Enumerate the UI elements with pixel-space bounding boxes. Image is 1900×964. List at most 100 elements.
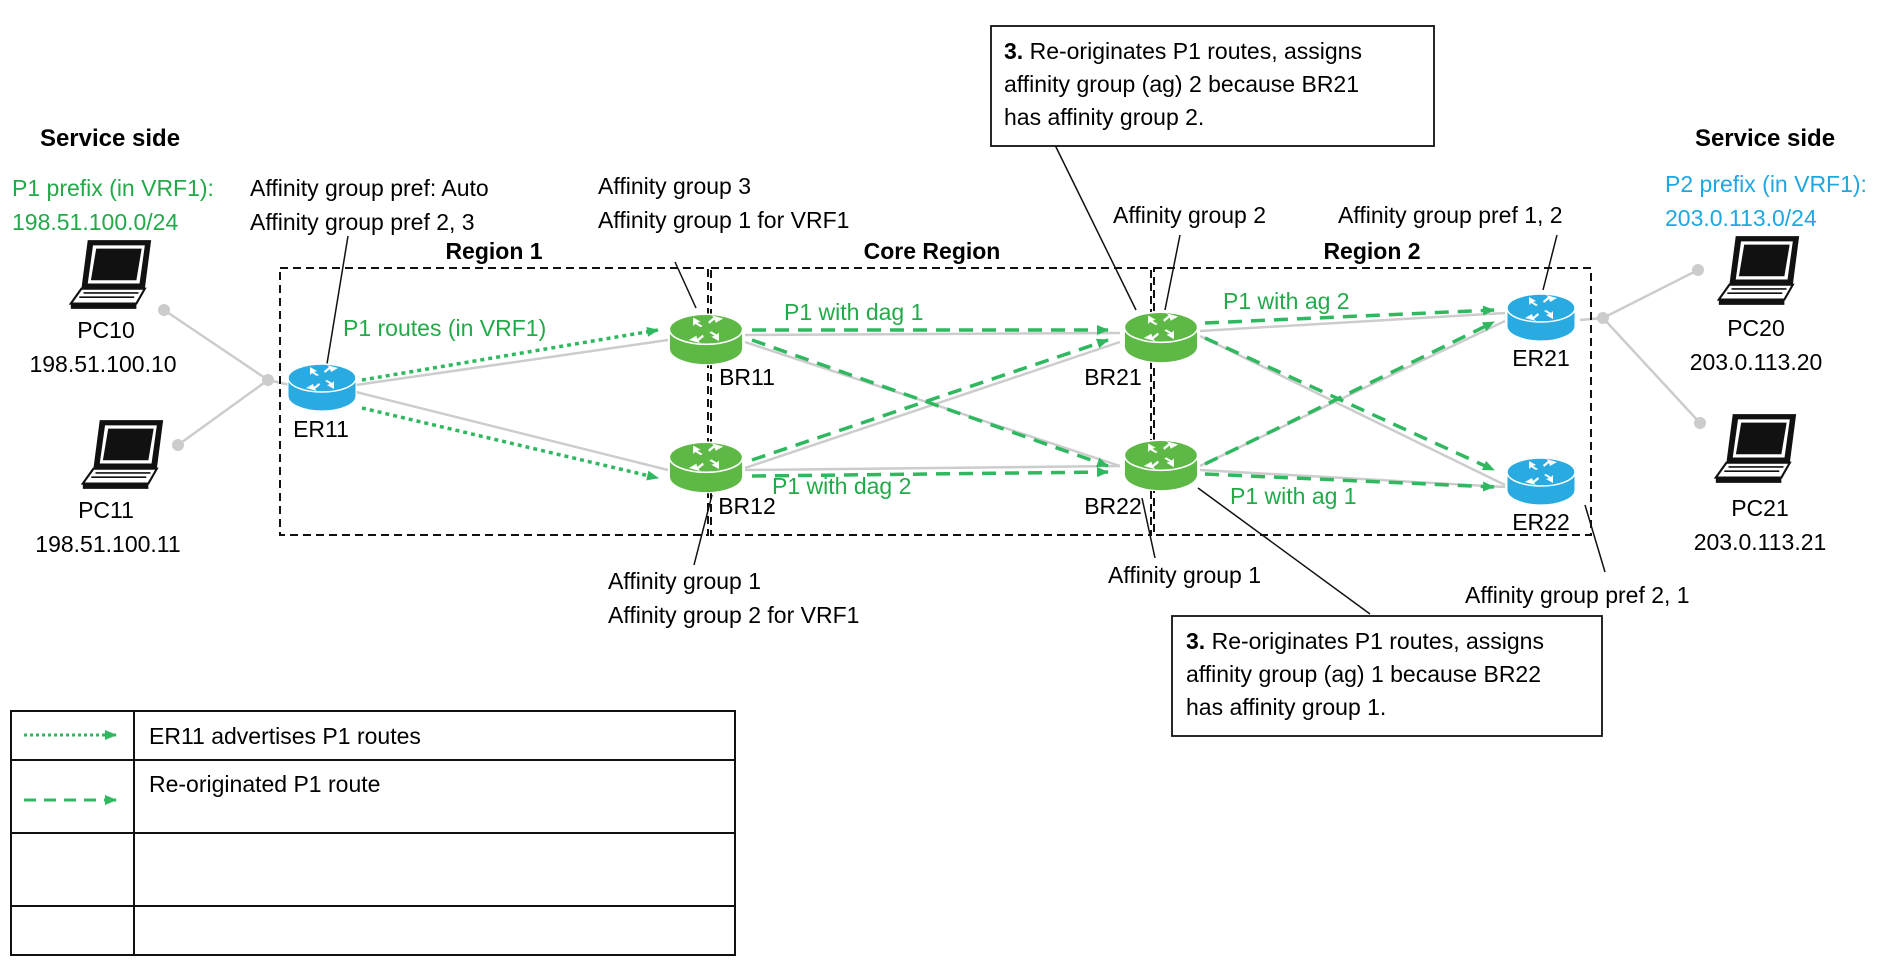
router-br11-label: BR11	[719, 364, 775, 390]
callout-top-text1: Re-originates P1 routes, assigns	[1023, 38, 1362, 64]
br22-annotation: Affinity group 1	[1108, 562, 1261, 588]
core-region-box	[710, 267, 1152, 536]
p2-prefix-label: P2 prefix (in VRF1):	[1665, 171, 1867, 197]
route-labels: P1 routes (in VRF1) P1 with dag 1 P1 wit…	[343, 288, 1357, 509]
route-er11-br12	[361, 406, 659, 481]
router-br12-label: BR12	[718, 493, 776, 519]
pc21-ip: 203.0.113.21	[1694, 529, 1827, 555]
pointer-callout-bottom	[1197, 487, 1371, 615]
callout-top-box	[990, 25, 1435, 147]
router-er11-icon[interactable]	[287, 363, 357, 412]
right-service-heading: Service side	[1695, 125, 1835, 152]
router-br11-icon[interactable]	[668, 313, 744, 366]
pointer-br11	[674, 261, 697, 309]
region2-title: Region 2	[1323, 238, 1420, 264]
pointer-br22	[1141, 497, 1156, 559]
pc11-name: PC11	[78, 497, 134, 523]
left-service-heading: Service side	[40, 125, 180, 152]
link-pc11-hub	[177, 378, 269, 447]
br12-annotation-line2: Affinity group 2 for VRF1	[608, 602, 859, 628]
affinity-annotations: Affinity group pref: Auto Affinity group…	[250, 173, 1690, 628]
p2-prefix-value: 203.0.113.0/24	[1665, 205, 1817, 231]
pointer-callout-top	[1054, 144, 1137, 311]
callout-bottom-line1: 3. Re-originates P1 routes, assigns	[1186, 628, 1544, 654]
link-er11-br12	[355, 390, 669, 472]
router-br12-icon[interactable]	[668, 441, 744, 494]
pointer-er21	[1542, 234, 1558, 291]
link-br21-er22	[1199, 334, 1506, 487]
pc20-name: PC20	[1727, 315, 1785, 341]
laptop-pc10-icon[interactable]	[69, 239, 153, 310]
router-br22-label: BR22	[1084, 493, 1142, 519]
router-br22-icon[interactable]	[1123, 439, 1199, 492]
route-br12-br22	[751, 467, 1109, 478]
link-dot	[172, 439, 184, 451]
er11-annotation-line2: Affinity group pref 2, 3	[250, 209, 475, 235]
br21-annotation: Affinity group 2	[1113, 202, 1266, 228]
region-boxes	[279, 267, 1592, 536]
label-dag1: P1 with dag 1	[784, 299, 923, 325]
label-dag2: P1 with dag 2	[772, 473, 911, 499]
route-br21-er21	[1204, 305, 1495, 325]
route-br22-er22	[1204, 472, 1495, 492]
er22-annotation: Affinity group pref 2, 1	[1465, 582, 1690, 608]
laptop-pc21-icon[interactable]	[1714, 413, 1798, 484]
router-br21-label: BR21	[1084, 364, 1142, 390]
core-region-title: Core Region	[864, 238, 1001, 264]
pc10-ip: 198.51.100.10	[29, 351, 176, 377]
br11-annotation-line1: Affinity group 3	[598, 173, 751, 199]
route-br21-er22	[1204, 336, 1495, 472]
router-er21-label: ER21	[1512, 345, 1570, 371]
router-labels: ER11 BR11 BR12 BR21 BR22 ER21 ER22	[293, 345, 1570, 535]
router-br21-icon[interactable]	[1123, 311, 1199, 364]
laptop-pc11-icon[interactable]	[81, 419, 165, 490]
link-br21-er21	[1199, 311, 1506, 333]
label-p1-routes: P1 routes (in VRF1)	[343, 315, 546, 341]
link-dot	[1597, 312, 1609, 324]
p1-prefix-value: 198.51.100.0/24	[12, 209, 178, 235]
pc21-name: PC21	[1731, 495, 1789, 521]
route-br12-br21	[751, 338, 1109, 462]
callout-top-step: 3.	[1004, 38, 1023, 64]
link-er11-br11	[355, 338, 669, 387]
link-hub-pc20	[1602, 268, 1699, 320]
link-br11-br21	[744, 331, 1121, 337]
link-pc10-hub	[163, 308, 269, 382]
callout-bottom-line2: affinity group (ag) 1 because BR22	[1186, 661, 1541, 687]
er21-annotation: Affinity group pref 1, 2	[1338, 202, 1563, 228]
legend-row1-label: ER11 advertises P1 routes	[149, 723, 421, 749]
region2-box	[1153, 267, 1592, 536]
region1-title: Region 1	[445, 238, 542, 264]
callout-top-line3: has affinity group 2.	[1004, 104, 1204, 130]
legend-table: ER11 advertises P1 routes Re-originated …	[10, 710, 736, 956]
pointer-br21	[1164, 234, 1181, 311]
legend-row2-label: Re-originated P1 route	[149, 771, 380, 797]
router-er11-label: ER11	[293, 416, 349, 442]
link-br22-er22	[1199, 468, 1506, 489]
callout-top-line2: affinity group (ag) 2 because BR21	[1004, 71, 1359, 97]
pointer-er22	[1584, 504, 1606, 573]
link-dot	[262, 374, 274, 386]
link-dot	[1694, 417, 1706, 429]
laptop-pc20-icon[interactable]	[1717, 235, 1801, 306]
link-dot	[1692, 264, 1704, 276]
callout-bottom-box	[1171, 615, 1603, 737]
label-ag2: P1 with ag 2	[1223, 288, 1350, 314]
router-er22-icon[interactable]	[1506, 457, 1576, 506]
route-er11-br11	[361, 326, 659, 382]
pointer-er11	[325, 235, 349, 371]
link-endpoints	[158, 264, 1706, 451]
route-br11-br22	[751, 338, 1109, 468]
callout-bottom-text1: Re-originates P1 routes, assigns	[1205, 628, 1544, 654]
pc11-ip: 198.51.100.11	[35, 531, 180, 557]
label-ag1: P1 with ag 1	[1230, 483, 1357, 509]
er11-annotation-line1: Affinity group pref: Auto	[250, 175, 489, 201]
callout-bottom-step: 3.	[1186, 628, 1205, 654]
router-er21-icon[interactable]	[1506, 293, 1576, 342]
link-br22-er21	[1199, 319, 1506, 468]
physical-links	[163, 268, 1701, 489]
callout-bottom-line3: has affinity group 1.	[1186, 694, 1386, 720]
link-hub-pc21	[1602, 317, 1701, 424]
pointer-br12	[693, 494, 713, 566]
